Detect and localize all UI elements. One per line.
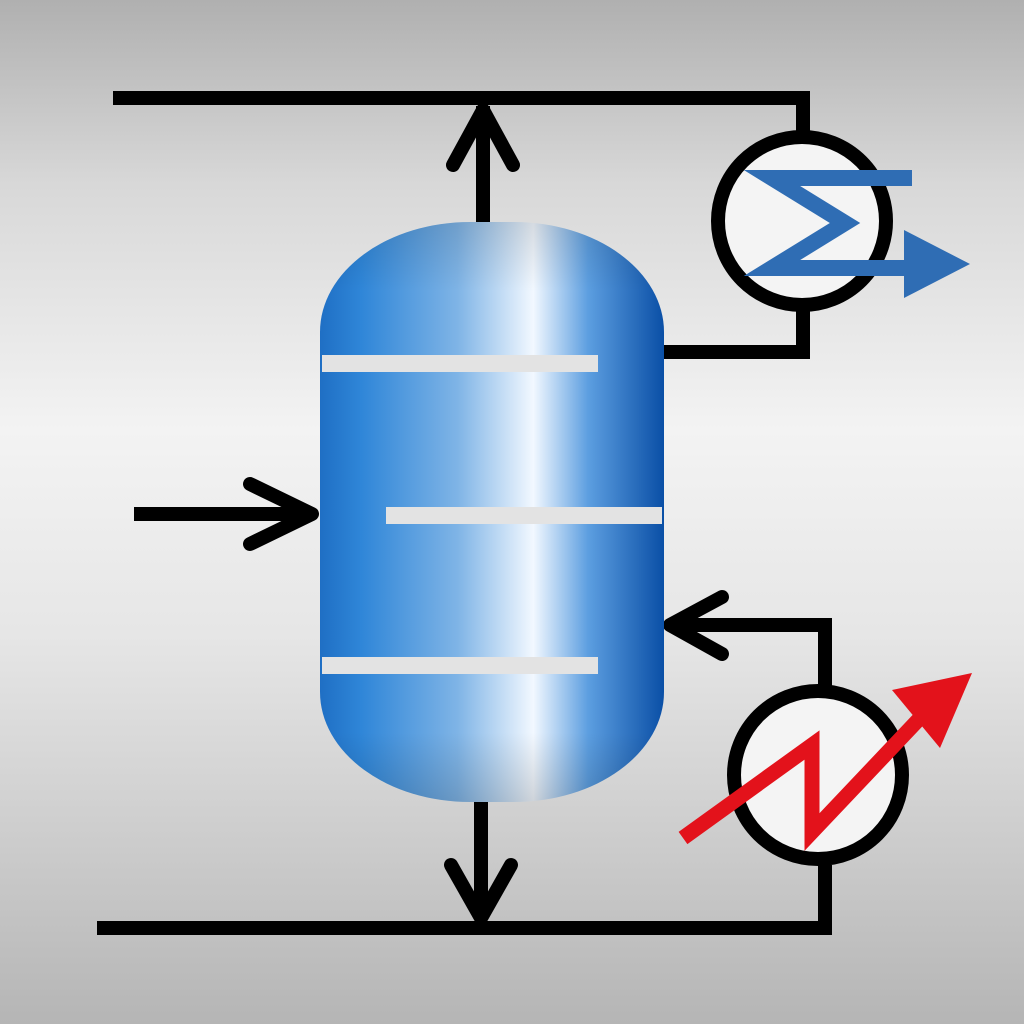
condenser-outlet-arrow-icon: [904, 230, 970, 298]
reboiler-return-arrow-icon: [663, 590, 729, 661]
bottoms-header-line: [97, 865, 832, 935]
column-tray-3: [322, 657, 598, 674]
reboiler-outlet-arrow-icon: [892, 673, 972, 748]
reboiler-coil-icon: [678, 712, 926, 851]
column-tray-2: [386, 507, 662, 524]
bottoms-arrow-icon: [444, 858, 518, 925]
reboiler-return-line: [676, 618, 832, 690]
overhead-header-line: [113, 91, 810, 138]
piping: [97, 91, 832, 935]
reflux-line: [662, 305, 810, 359]
condenser-coil-icon: [743, 170, 940, 276]
feed-arrow-icon: [243, 477, 319, 551]
condenser-icon: [711, 130, 970, 312]
condenser-shell: [711, 130, 893, 312]
distillation-column-icon: [320, 222, 664, 802]
overhead-arrow-icon: [446, 103, 520, 172]
flow-arrows: [243, 103, 729, 925]
column-tray-1: [322, 355, 598, 372]
reboiler-icon: [678, 673, 972, 866]
